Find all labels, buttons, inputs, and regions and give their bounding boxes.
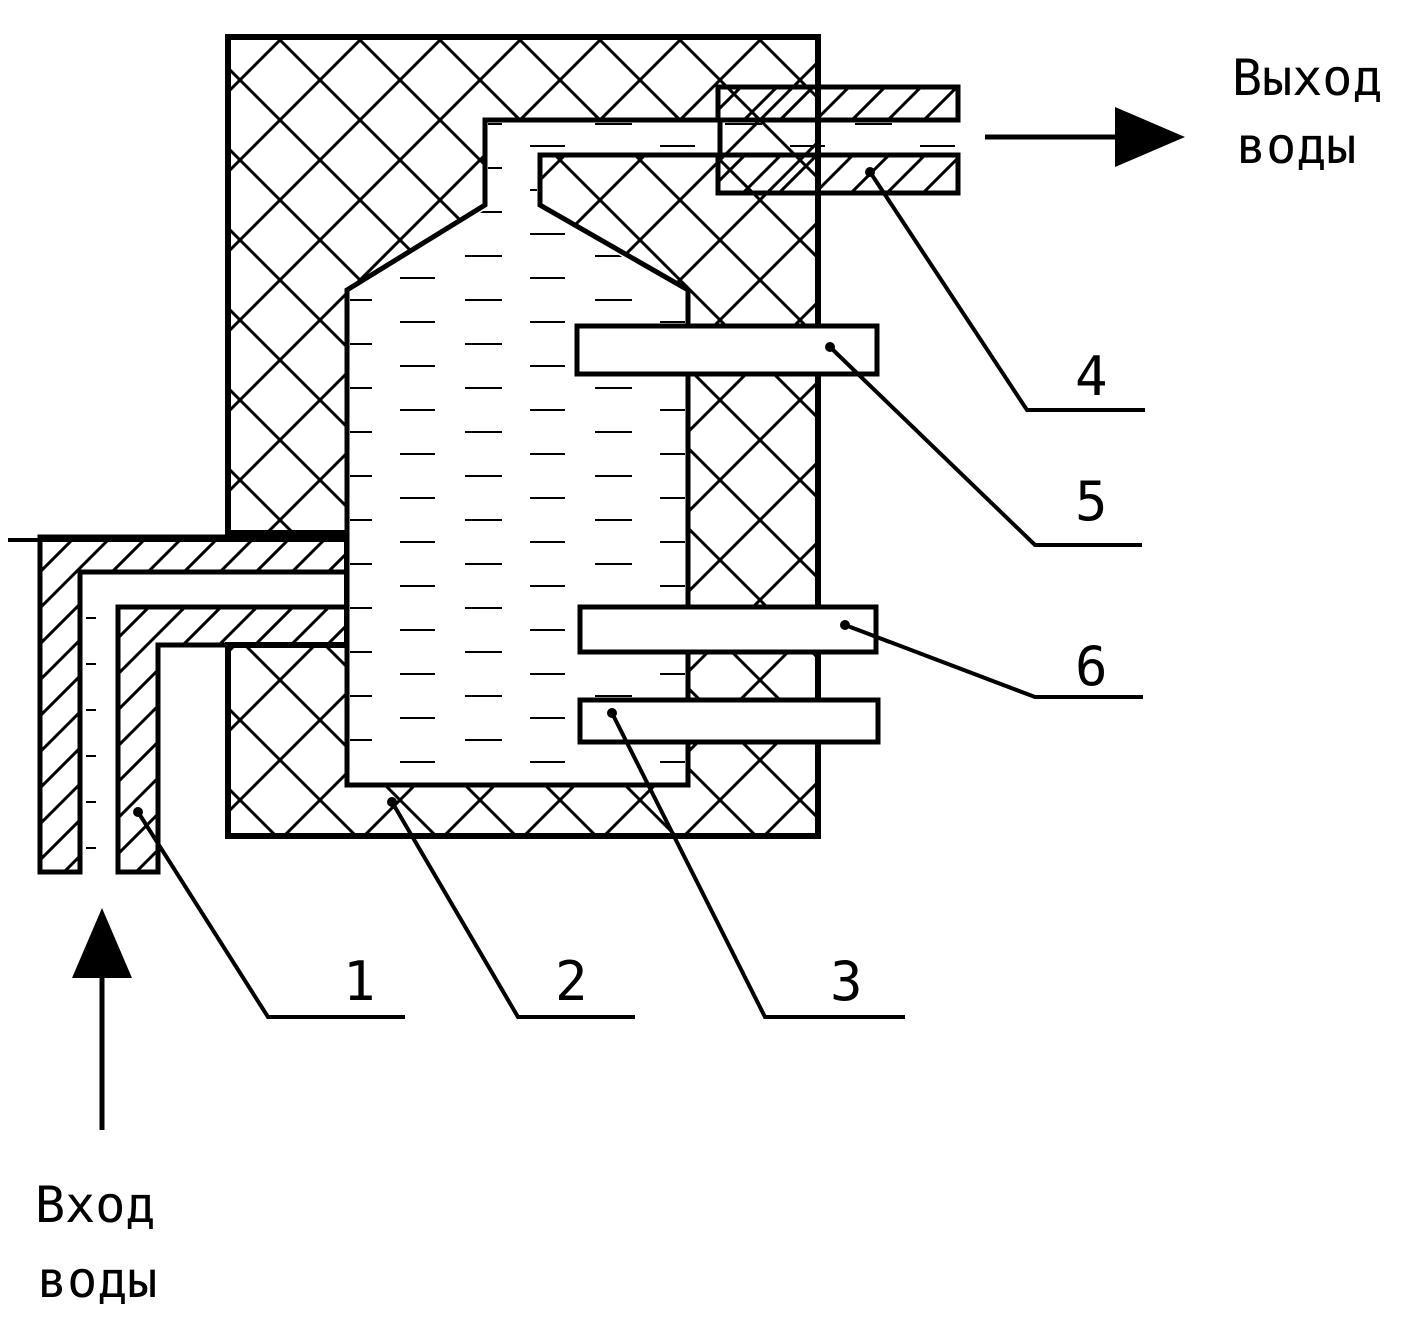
- callout-2: 2: [555, 950, 588, 1013]
- outlet-pipe-bottom-wall: [718, 155, 958, 193]
- electrode-6: [580, 607, 876, 652]
- outlet-pipe-water: [718, 120, 958, 155]
- callout-4: 4: [1075, 345, 1108, 408]
- callout-5: 5: [1075, 470, 1108, 533]
- callout-3: 3: [830, 950, 863, 1013]
- inlet-caption-line1: Вход: [35, 1176, 155, 1234]
- chamber-water-fill: [350, 208, 685, 782]
- callout-6: 6: [1075, 635, 1108, 698]
- outlet-caption-line2: воды: [1236, 117, 1356, 175]
- callout-1: 1: [343, 950, 376, 1013]
- outlet-pipe-top-wall: [718, 87, 958, 120]
- inlet-caption-line2: воды: [37, 1251, 157, 1309]
- outlet-caption-line1: Выход: [1232, 49, 1383, 107]
